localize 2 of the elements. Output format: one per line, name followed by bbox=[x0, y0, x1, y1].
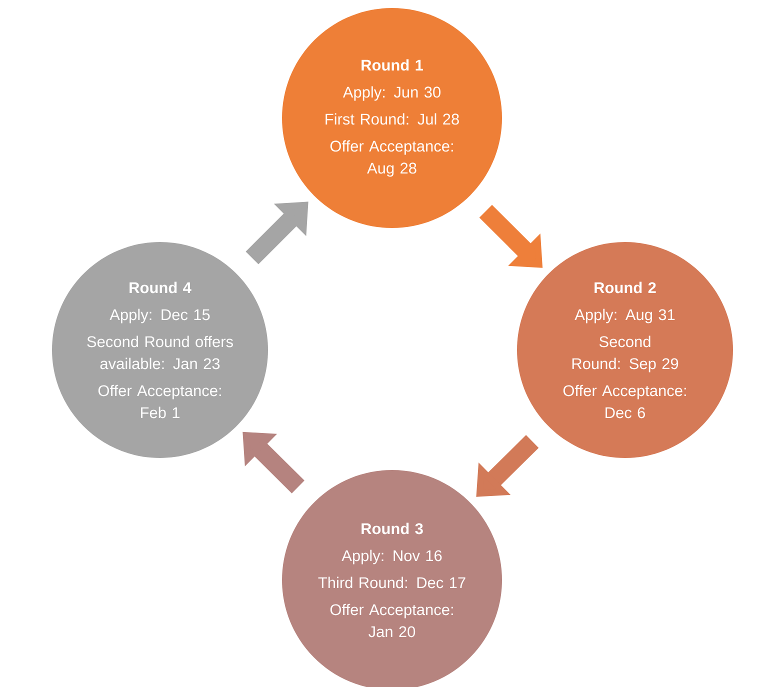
block-arrow bbox=[246, 202, 308, 264]
block-arrow bbox=[476, 435, 539, 497]
